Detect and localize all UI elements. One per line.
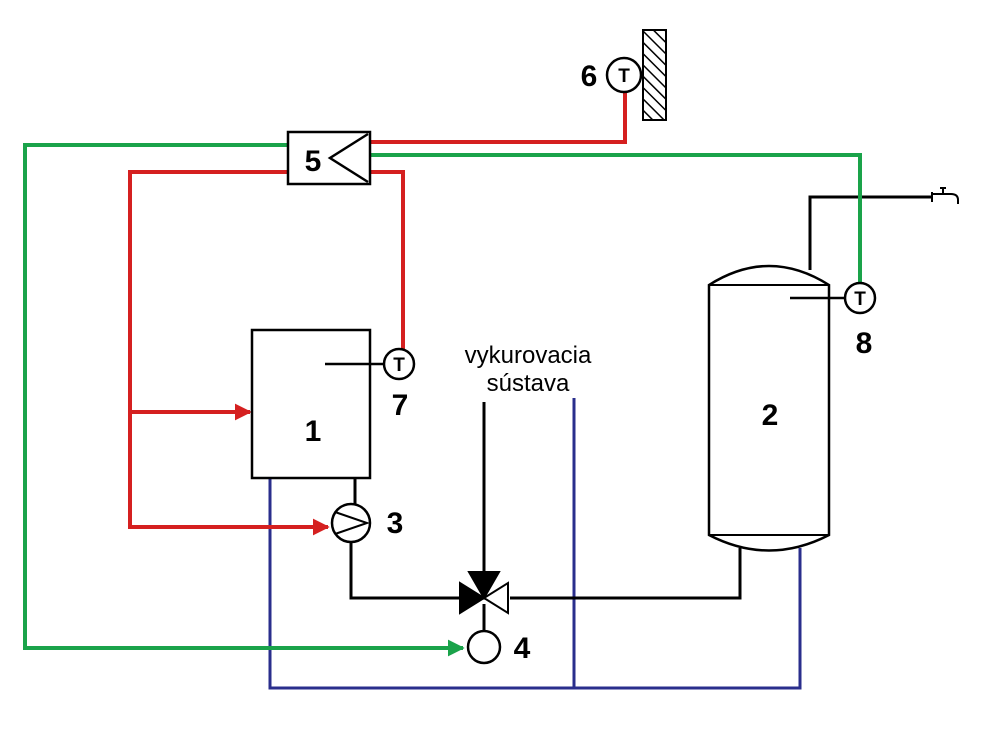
label-7: 7 — [392, 389, 409, 422]
boiler: 1 — [250, 328, 384, 480]
caption-line-2: sústava — [487, 370, 570, 397]
control-lines — [128, 92, 627, 536]
sensor-8-symbol: T — [854, 289, 866, 310]
label-5: 5 — [305, 145, 322, 178]
valve-right — [482, 581, 509, 615]
faucet-icon — [931, 187, 959, 204]
caption-line-1: vykurovacia — [465, 342, 592, 369]
three-way-valve — [459, 571, 509, 615]
label-1: 1 — [305, 415, 322, 448]
label-4: 4 — [514, 632, 531, 665]
label-3: 3 — [387, 507, 404, 540]
outdoor-sensor-line — [370, 92, 627, 144]
wall-hatched — [642, 29, 667, 121]
sensor-7-symbol: T — [393, 355, 405, 376]
sensor-6-symbol: T — [618, 66, 630, 87]
pipe-pump-to-valve — [349, 542, 460, 600]
valve-top — [467, 571, 501, 601]
controller-to-boiler-sensor-line — [370, 170, 405, 352]
controller-to-valve-line — [23, 143, 465, 657]
controller-symbol — [327, 132, 369, 184]
controller-to-pump-line — [128, 170, 330, 536]
valve-left — [459, 581, 486, 615]
pipe-hot-water-outlet — [808, 195, 932, 270]
pipe-valve-to-tank — [510, 548, 742, 600]
hot-water-tank: 2 — [707, 264, 845, 552]
heating-system-caption: vykurovacia sústava — [465, 342, 592, 397]
water-pipes — [349, 195, 932, 632]
boiler-sensor: T 7 — [382, 347, 416, 422]
label-6: 6 — [581, 60, 598, 93]
label-8: 8 — [856, 327, 873, 360]
outdoor-sensor: T 6 — [581, 29, 667, 121]
return-pipes — [268, 398, 802, 690]
valve-actuator: 4 — [466, 629, 531, 665]
return-pipe-main — [268, 478, 802, 690]
label-2: 2 — [762, 399, 779, 432]
signal-lines — [23, 143, 862, 657]
tank-sensor-line — [370, 153, 862, 288]
tank-sensor: T 8 — [843, 281, 877, 360]
controller: 5 — [286, 130, 372, 186]
pump: 3 — [330, 502, 404, 544]
pump-symbol — [334, 511, 371, 535]
